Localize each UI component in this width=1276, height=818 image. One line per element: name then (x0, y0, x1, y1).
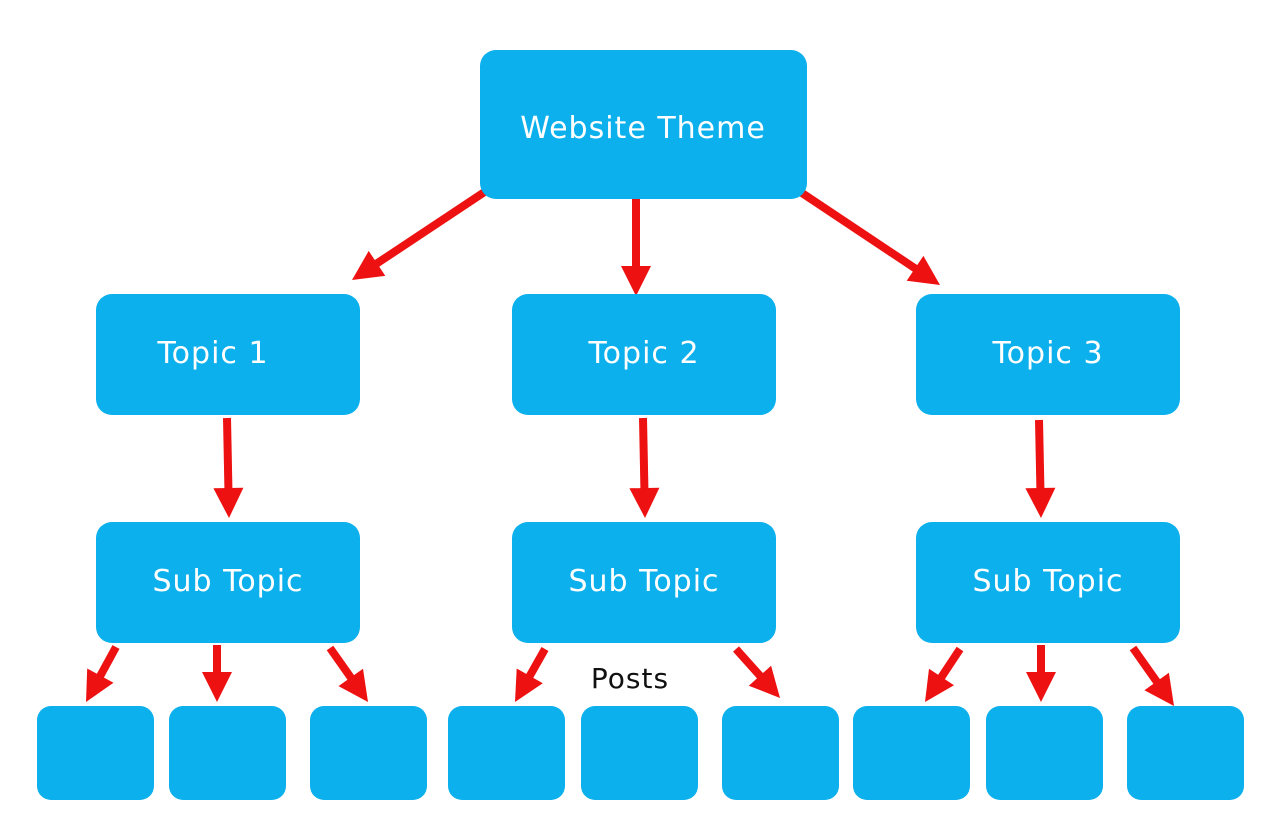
arrow-head (1026, 672, 1056, 702)
topic-node-3: Topic 3 (916, 294, 1180, 415)
arrow-connector (1129, 645, 1174, 706)
post-box (853, 706, 970, 800)
arrow-head (906, 255, 940, 285)
arrow-head (338, 668, 368, 702)
posts-caption: Posts (591, 662, 669, 695)
root-node-box (480, 50, 807, 199)
subtopic-node-3-box (916, 522, 1180, 643)
subtopic-node-1-label: Sub Topic (152, 564, 303, 599)
arrow-connector (515, 647, 549, 702)
arrow-head (1025, 487, 1056, 518)
post-boxes (37, 706, 1244, 800)
post-box (1127, 706, 1244, 800)
arrow-head (621, 266, 651, 296)
arrow-shaft (95, 645, 120, 680)
arrow-shaft (937, 646, 964, 681)
subtopic-node-1: Sub Topic (96, 522, 360, 643)
arrow-connector (733, 646, 780, 698)
arrow-connector (213, 417, 244, 518)
arrow-head (629, 487, 660, 518)
topic-node-1-box (96, 294, 360, 415)
subtopic-node-2-box (512, 522, 776, 643)
arrow-connector (1026, 645, 1056, 702)
subtopic-node-2-label: Sub Topic (568, 564, 719, 599)
topic-node-1-label: Topic 1 (156, 336, 268, 371)
topic-node-2: Topic 2 (512, 294, 776, 415)
arrow-connector (202, 645, 232, 702)
arrow-head (86, 668, 114, 702)
arrow-connector (86, 645, 120, 702)
arrow-head (213, 487, 244, 518)
arrow-shaft (1035, 419, 1045, 491)
arrow-connector (326, 645, 368, 702)
arrow-shaft (373, 181, 498, 268)
subtopic-node-3: Sub Topic (916, 522, 1180, 643)
subtopic-node-2: Sub Topic (512, 522, 776, 643)
post-box (37, 706, 154, 800)
root-node-label: Website Theme (520, 111, 766, 146)
topic-node-2-box (512, 294, 776, 415)
root-node: Website Theme (480, 50, 807, 199)
arrow-head (352, 250, 386, 280)
subtopic-node-3-label: Sub Topic (972, 564, 1123, 599)
arrow-head (748, 665, 780, 698)
topic-node-1: Topic 1 (96, 294, 360, 415)
arrow-shaft (639, 417, 649, 491)
arrow-connector (352, 181, 498, 280)
arrow-shaft (1129, 645, 1162, 686)
arrow-head (202, 672, 232, 702)
post-box (722, 706, 839, 800)
arrow-shaft (223, 417, 233, 491)
arrow-head (515, 668, 543, 702)
arrow-head (925, 668, 954, 702)
post-box (986, 706, 1103, 800)
arrow-shaft (784, 179, 919, 273)
post-box (310, 706, 427, 800)
post-box (581, 706, 698, 800)
topic-node-3-label: Topic 3 (991, 336, 1103, 371)
arrow-connector (621, 195, 651, 296)
subtopic-node-1-box (96, 522, 360, 643)
arrow-connector (1025, 419, 1056, 518)
arrows-layer (86, 179, 1174, 706)
arrow-connector (925, 646, 964, 702)
topic-node-3-box (916, 294, 1180, 415)
post-box (169, 706, 286, 800)
arrow-connector (784, 179, 940, 285)
arrow-shaft (525, 647, 549, 680)
post-box (448, 706, 565, 800)
arrow-head (1144, 672, 1174, 706)
arrow-shaft (326, 645, 356, 682)
arrow-shaft (733, 646, 765, 680)
topic-node-2-label: Topic 2 (587, 336, 699, 371)
arrow-connector (629, 417, 660, 518)
